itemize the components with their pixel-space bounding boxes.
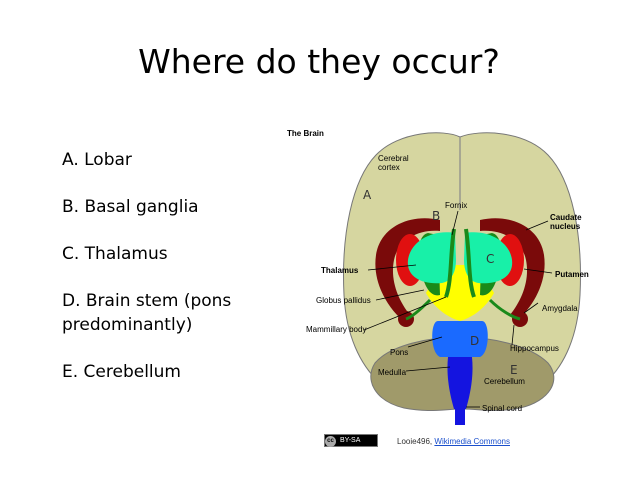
credit-author: Looie496, xyxy=(397,437,433,446)
label-mammillary: Mammillary body xyxy=(306,325,366,334)
marker-c: C xyxy=(486,252,494,266)
label-caudate-1: Caudate xyxy=(550,213,582,222)
list-item-lobar: A. Lobar xyxy=(62,150,132,170)
brain-diagram: The Brain Cerebral xyxy=(287,129,589,425)
diagram-heading: The Brain xyxy=(287,129,324,138)
thalamus-right xyxy=(464,232,513,284)
leader-lines xyxy=(363,210,553,408)
label-cerebellum: Cerebellum xyxy=(484,377,525,386)
list-item-thalamus: C. Thalamus xyxy=(62,244,168,264)
pons-shape xyxy=(432,321,488,357)
spinal-cord-shape xyxy=(455,409,465,425)
label-hippocampus: Hippocampus xyxy=(510,344,559,353)
thalamus-left xyxy=(407,232,456,284)
label-pons: Pons xyxy=(390,348,408,357)
label-thalamus: Thalamus xyxy=(321,266,359,275)
list-item-brain-stem: D. Brain stem (pons predominantly) xyxy=(62,291,232,335)
list-item-basal-ganglia: B. Basal ganglia xyxy=(62,197,199,217)
label-caudate-2: nucleus xyxy=(550,222,581,231)
list-item-cerebellum: E. Cerebellum xyxy=(62,362,181,382)
marker-a: A xyxy=(363,188,372,202)
label-cortex-1: Cerebral xyxy=(378,154,409,163)
marker-d: D xyxy=(470,334,479,348)
label-cortex-2: cortex xyxy=(378,163,400,172)
image-credit: Looie496, Wikimedia Commons xyxy=(397,437,510,446)
label-globus: Globus pallidus xyxy=(316,296,371,305)
marker-b: B xyxy=(432,209,440,223)
wikimedia-link[interactable]: Wikimedia Commons xyxy=(434,437,510,446)
caudate-right xyxy=(480,218,545,320)
cc-icon: cc xyxy=(325,436,336,447)
caudate-left xyxy=(375,218,440,320)
fornix-shape xyxy=(444,228,476,298)
marker-e: E xyxy=(510,363,518,377)
label-amygdala: Amygdala xyxy=(542,304,578,313)
label-putamen: Putamen xyxy=(555,270,589,279)
label-spinal: Spinal cord xyxy=(482,404,522,413)
license-badge[interactable]: cc BY-SA xyxy=(324,434,378,447)
slide-title: Where do they occur? xyxy=(138,42,500,81)
medulla-shape xyxy=(447,357,473,409)
by-sa-text: BY-SA xyxy=(340,437,361,444)
label-medulla: Medulla xyxy=(378,368,407,377)
location-list: A. Lobar B. Basal ganglia C. Thalamus D.… xyxy=(62,148,302,407)
label-fornix: Fornix xyxy=(445,201,467,210)
hippocampus-shape xyxy=(405,298,521,321)
